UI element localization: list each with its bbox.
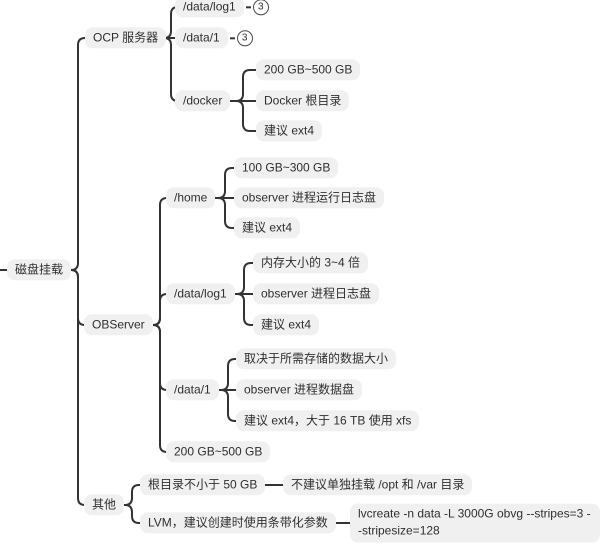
topic-lvcreate-cmd[interactable]: lvcreate -n data -L 3000G obvg --stripes… (350, 503, 600, 543)
node-lvcreate-cmd: lvcreate -n data -L 3000G obvg --stripes… (350, 503, 600, 543)
topic-oblog-fs[interactable]: 建议 ext4 (253, 314, 320, 336)
node-docker-purpose: Docker 根目录 (256, 90, 350, 112)
node-ob-data-1: /data/1 (166, 379, 219, 401)
node-obdata-purpose: observer 进程数据盘 (236, 379, 363, 401)
topic-oblog-capacity[interactable]: 内存大小的 3~4 倍 (253, 252, 369, 274)
node-lvm-stripe: LVM，建议创建时使用条带化参数 (140, 512, 336, 534)
topic-home[interactable]: /home (166, 187, 216, 209)
edge (121, 484, 143, 506)
node-ocp-data-log1: /data/log1 3 (175, 0, 269, 18)
topic-ob-data-1[interactable]: /data/1 (166, 379, 219, 401)
node-rootdir-min: 根目录不小于 50 GB (140, 474, 266, 496)
topic-obdata-capacity[interactable]: 取决于所需存储的数据大小 (236, 348, 397, 370)
node-oblog-capacity: 内存大小的 3~4 倍 (253, 252, 369, 274)
topic-ocp-docker[interactable]: /docker (175, 90, 231, 112)
edge (150, 324, 169, 453)
node-ocp-data-1: /data/1 3 (175, 27, 253, 49)
topic-home-fs[interactable]: 建议 ext4 (234, 217, 301, 239)
topic-docker-purpose[interactable]: Docker 根目录 (256, 90, 350, 112)
node-home-purpose: observer 进程运行日志盘 (234, 187, 385, 209)
topic-docker-fs[interactable]: 建议 ext4 (256, 120, 323, 142)
edge (227, 100, 259, 132)
edge (212, 167, 237, 199)
node-home-fs: 建议 ext4 (234, 217, 301, 239)
node-oblog-purpose: observer 进程日志盘 (253, 283, 380, 305)
topic-home-purpose[interactable]: observer 进程运行日志盘 (234, 187, 385, 209)
topic-other[interactable]: 其他 (84, 494, 125, 516)
topic-ocp-data-log1[interactable]: /data/log1 (175, 0, 244, 18)
topic-observer[interactable]: OBServer (84, 314, 153, 336)
node-ocp-server: OCP 服务器 (85, 27, 167, 49)
topic-no-separate[interactable]: 不建议单独挂载 /opt 和 /var 目录 (283, 474, 473, 496)
node-home: /home (166, 187, 216, 209)
edge (121, 504, 143, 524)
node-docker-fs: 建议 ext4 (256, 120, 323, 142)
node-ob-data-log1: /data/log1 (166, 283, 235, 305)
topic-oblog-purpose[interactable]: observer 进程日志盘 (253, 283, 380, 305)
topic-ocp-data-1[interactable]: /data/1 (175, 27, 228, 49)
node-obdata-capacity: 取决于所需存储的数据大小 (236, 348, 397, 370)
node-ocp-docker: /docker (175, 90, 231, 112)
edge (227, 69, 259, 102)
topic-obdata-purpose[interactable]: observer 进程数据盘 (236, 379, 363, 401)
edge (68, 269, 87, 506)
collapsed-count-badge[interactable]: 3 (236, 29, 253, 46)
topic-obdata-fs[interactable]: 建议 ext4，大于 16 TB 使用 xfs (236, 410, 420, 432)
node-oblog-fs: 建议 ext4 (253, 314, 320, 336)
topic-ob-capacity[interactable]: 200 GB~500 GB (166, 441, 271, 463)
collapsed-count-badge[interactable]: 3 (252, 0, 269, 15)
topic-disk-mount[interactable]: 磁盘挂载 (7, 259, 72, 281)
topic-docker-capacity[interactable]: 200 GB~500 GB (256, 59, 361, 81)
topic-rootdir-min[interactable]: 根目录不小于 50 GB (140, 474, 266, 496)
node-docker-capacity: 200 GB~500 GB (256, 59, 361, 81)
edge (232, 262, 256, 295)
node-ob-capacity: 200 GB~500 GB (166, 441, 271, 463)
topic-ocp-server[interactable]: OCP 服务器 (85, 27, 167, 49)
edge (216, 358, 239, 391)
node-disk-mount: 磁盘挂载 (7, 259, 72, 281)
edge (232, 293, 256, 326)
node-obdata-fs: 建议 ext4，大于 16 TB 使用 xfs (236, 410, 420, 432)
topic-ob-data-log1[interactable]: /data/log1 (166, 283, 235, 305)
badge-connector-line (245, 5, 251, 8)
node-no-separate: 不建议单独挂载 /opt 和 /var 目录 (283, 474, 473, 496)
topic-home-capacity[interactable]: 100 GB~300 GB (234, 157, 339, 179)
badge-connector-line (229, 36, 235, 39)
node-observer: OBServer (84, 314, 153, 336)
node-other: 其他 (84, 494, 125, 516)
edge (68, 37, 88, 271)
edge (212, 197, 237, 229)
node-home-capacity: 100 GB~300 GB (234, 157, 339, 179)
topic-lvm-stripe[interactable]: LVM，建议创建时使用条带化参数 (140, 512, 336, 534)
edge (216, 389, 239, 422)
